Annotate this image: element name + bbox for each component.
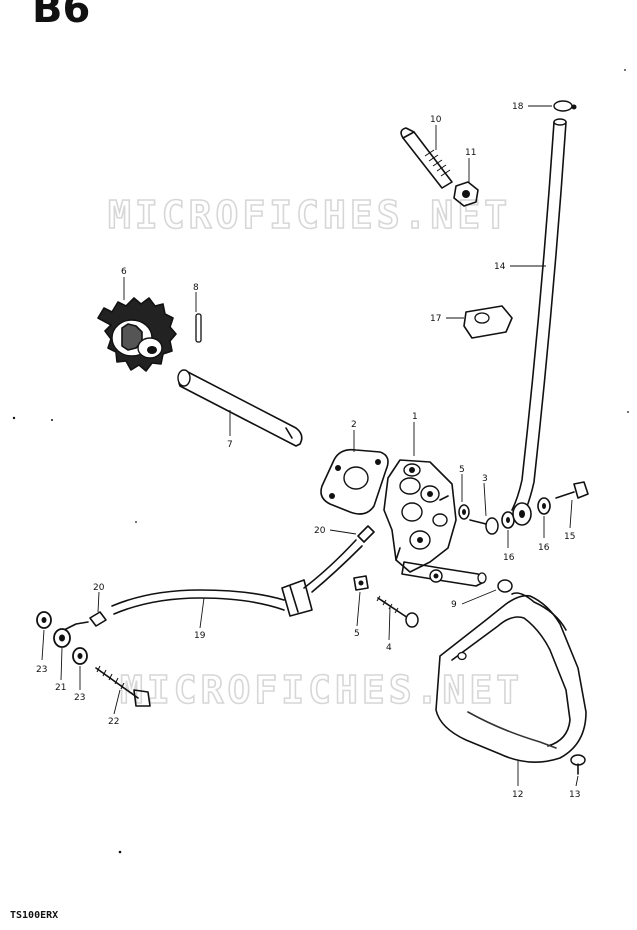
- callout-21: 21: [55, 683, 66, 693]
- callout-10: 10: [430, 115, 442, 125]
- part-10-bolt: [400, 127, 453, 189]
- part-1-oil-pump: [383, 459, 487, 587]
- part-23-washer-upper: [36, 611, 52, 629]
- leader-lines: [41, 105, 579, 787]
- part-14-union-fitting: [512, 502, 532, 526]
- callout-7: 7: [227, 440, 233, 450]
- callout-8: 8: [193, 283, 199, 293]
- callout-14: 14: [494, 262, 506, 272]
- callout-19: 19: [194, 631, 206, 641]
- part-9-connector: [497, 579, 513, 593]
- callout-1: 1: [412, 412, 418, 422]
- callout-4: 4: [386, 643, 392, 653]
- part-23-washer-lower: [72, 647, 88, 665]
- part-8-pin: [195, 313, 202, 343]
- callout-20-lower: 20: [93, 583, 105, 593]
- part-16-washer-right: [537, 497, 551, 515]
- part-4-screw: [376, 595, 419, 628]
- part-5-washer-upper: [458, 504, 470, 520]
- part-22-bolt: [95, 665, 151, 707]
- callout-3: 3: [482, 474, 488, 484]
- model-label: TS100ERX: [10, 910, 58, 921]
- callout-5-lower: 5: [354, 629, 360, 639]
- part-19-hose: [111, 539, 363, 617]
- part-21-banjo: [53, 621, 89, 648]
- part-16-washer-left: [501, 511, 515, 529]
- callout-12: 12: [512, 790, 523, 800]
- part-7-shaft: [177, 369, 303, 447]
- part-2-gasket: [320, 448, 389, 515]
- part-6-gear: [97, 297, 177, 372]
- page-code-header: B6: [32, 0, 90, 32]
- part-3-bolt: [469, 517, 499, 535]
- callout-5-upper: 5: [459, 465, 465, 475]
- part-5-washer-lower: [353, 575, 369, 591]
- callout-11: 11: [465, 148, 476, 158]
- part-14-tube: [511, 118, 567, 515]
- callout-18: 18: [512, 102, 524, 112]
- callout-2: 2: [351, 420, 357, 430]
- scan-specks: [12, 69, 629, 854]
- callout-23-right: 23: [74, 693, 85, 703]
- callout-23-left: 23: [36, 665, 47, 675]
- callout-16-left: 16: [503, 553, 515, 563]
- callout-20-upper: 20: [314, 526, 326, 536]
- part-18-clip: [553, 100, 577, 112]
- part-13-screw: [570, 754, 586, 775]
- callout-22: 22: [108, 717, 119, 727]
- watermark-top: MICROFICHES.NET: [108, 193, 511, 237]
- callout-17: 17: [430, 314, 441, 324]
- callout-13: 13: [569, 790, 580, 800]
- callout-16-right: 16: [538, 543, 550, 553]
- part-15-bolt: [555, 481, 589, 499]
- callout-15: 15: [564, 532, 575, 542]
- watermark-bottom: MICROFICHES.NET: [120, 668, 523, 712]
- part-11-nut: [453, 181, 479, 207]
- part-17-clamp: [463, 305, 513, 339]
- callout-6: 6: [121, 267, 127, 277]
- callout-numbers: 10 11 18 14 17 6 8 7 2 1 5 3 16 16 15 20…: [36, 102, 580, 800]
- callout-9: 9: [451, 600, 457, 610]
- part-20-fitting-lower: [89, 611, 107, 627]
- part-20-fitting-upper: [357, 525, 375, 543]
- part-12-cover: [435, 592, 587, 763]
